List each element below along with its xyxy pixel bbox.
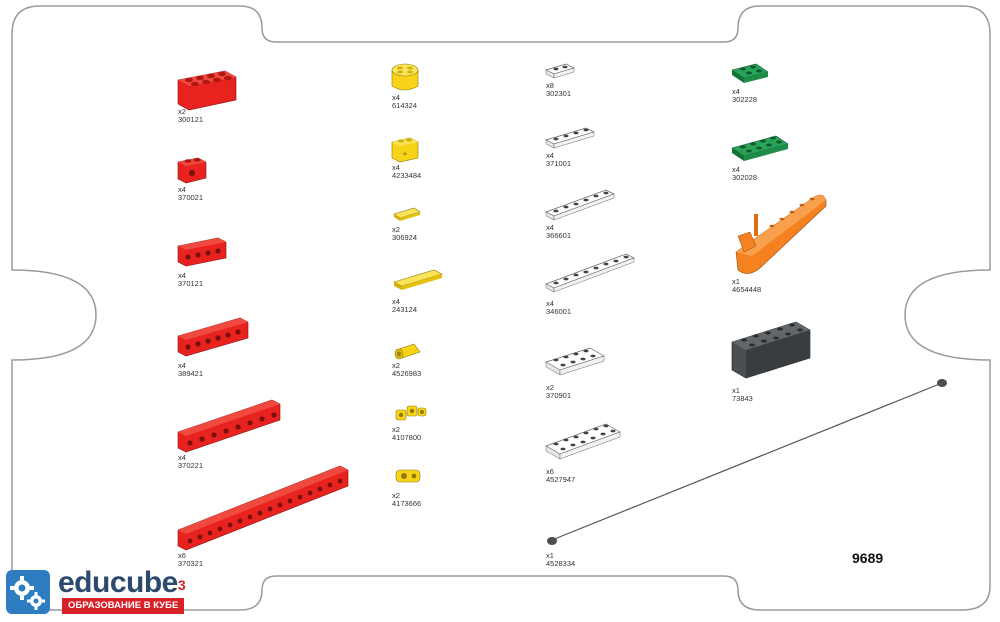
- part-count: x1: [732, 386, 740, 395]
- part-red-technic-brick-1x2: [177, 157, 207, 184]
- part-number: 4527947: [546, 475, 575, 484]
- brand-superscript: 3: [177, 577, 186, 593]
- part-number: 4233484: [392, 171, 421, 180]
- part-count: x4: [392, 297, 400, 306]
- part-white-plate-1x4: [545, 127, 595, 149]
- part-number: 4528334: [546, 559, 575, 568]
- part-count: x1: [732, 277, 740, 286]
- part-number: 302228: [732, 95, 757, 104]
- part-number: 4654448: [732, 285, 761, 294]
- part-count: x2: [392, 425, 400, 434]
- part-number: 370321: [178, 559, 203, 568]
- part-number: 4526983: [392, 369, 421, 378]
- part-count: x4: [178, 361, 186, 370]
- part-count: x4: [392, 93, 400, 102]
- part-red-technic-brick-1x8: [177, 399, 281, 453]
- part-green-plate-2x4: [731, 135, 789, 161]
- part-number: 300121: [178, 115, 203, 124]
- part-number: 371001: [546, 159, 571, 168]
- part-red-technic-brick-1x4: [177, 237, 227, 267]
- part-count: x4: [732, 87, 740, 96]
- part-white-plate-1x8: [545, 253, 635, 293]
- svg-text:+: +: [402, 150, 408, 158]
- part-number: 614324: [392, 101, 417, 110]
- part-number: 370021: [178, 193, 203, 202]
- part-number: 370901: [546, 391, 571, 400]
- brand-tagline: ОБРАЗОВАНИЕ В КУБЕ: [62, 598, 185, 614]
- part-count: x6: [178, 551, 186, 560]
- part-red-brick-2x4: [177, 70, 237, 111]
- brand-text: educube: [58, 566, 178, 599]
- part-count: x2: [178, 107, 186, 116]
- part-yellow-cross-block: [395, 405, 427, 421]
- part-red-technic-brick-1x16: [177, 465, 349, 551]
- part-count: x6: [546, 467, 554, 476]
- part-white-plate-1x6: [545, 189, 615, 221]
- part-number: 4173666: [392, 499, 421, 508]
- part-count: x8: [546, 81, 554, 90]
- part-count: x4: [178, 271, 186, 280]
- part-yellow-tile-1x2: [393, 207, 421, 221]
- part-string-with-ends: [547, 379, 947, 545]
- part-count: x4: [178, 185, 186, 194]
- part-yellow-connector: [394, 343, 421, 360]
- part-yellow-round-brick-2x2: [391, 63, 419, 91]
- part-count: x4: [546, 223, 554, 232]
- part-count: x4: [546, 151, 554, 160]
- part-red-technic-brick-1x6: [177, 317, 249, 357]
- part-number: 346001: [546, 307, 571, 316]
- part-number: 4107800: [392, 433, 421, 442]
- part-number: 370121: [178, 279, 203, 288]
- part-count: x4: [392, 163, 400, 172]
- part-yellow-cross-block-2: [395, 469, 421, 483]
- part-number: 370221: [178, 461, 203, 470]
- part-number: 366601: [546, 231, 571, 240]
- part-green-plate-2x2: [731, 63, 769, 83]
- part-count: x4: [732, 165, 740, 174]
- part-dark-gray-battery-brick: [731, 321, 811, 379]
- part-number: 306924: [392, 233, 417, 242]
- gear-icon: [6, 570, 50, 614]
- part-count: x4: [178, 453, 186, 462]
- part-white-plate-2x4: [545, 347, 605, 376]
- part-count: x4: [546, 299, 554, 308]
- part-number: 73843: [732, 394, 753, 403]
- part-white-plate-1x2: [545, 63, 575, 79]
- part-number: 243124: [392, 305, 417, 314]
- part-count: x2: [546, 383, 554, 392]
- card-outline: [11, 5, 991, 611]
- part-yellow-technic-brick-axle-hole: +: [391, 137, 419, 163]
- part-yellow-tile-1x4: [393, 269, 443, 290]
- part-orange-boat-hull: [735, 194, 827, 274]
- part-number: 302301: [546, 89, 571, 98]
- educube-logo: educube3 ОБРАЗОВАНИЕ В КУБЕ: [6, 566, 206, 616]
- part-white-plate-2x6: [545, 423, 621, 460]
- part-count: x2: [392, 225, 400, 234]
- part-number: 389421: [178, 369, 203, 378]
- part-count: x1: [546, 551, 554, 560]
- set-number: 9689: [852, 550, 883, 566]
- part-count: x2: [392, 361, 400, 370]
- part-count: x2: [392, 491, 400, 500]
- part-number: 302028: [732, 173, 757, 182]
- brand-name: educube3: [58, 566, 186, 600]
